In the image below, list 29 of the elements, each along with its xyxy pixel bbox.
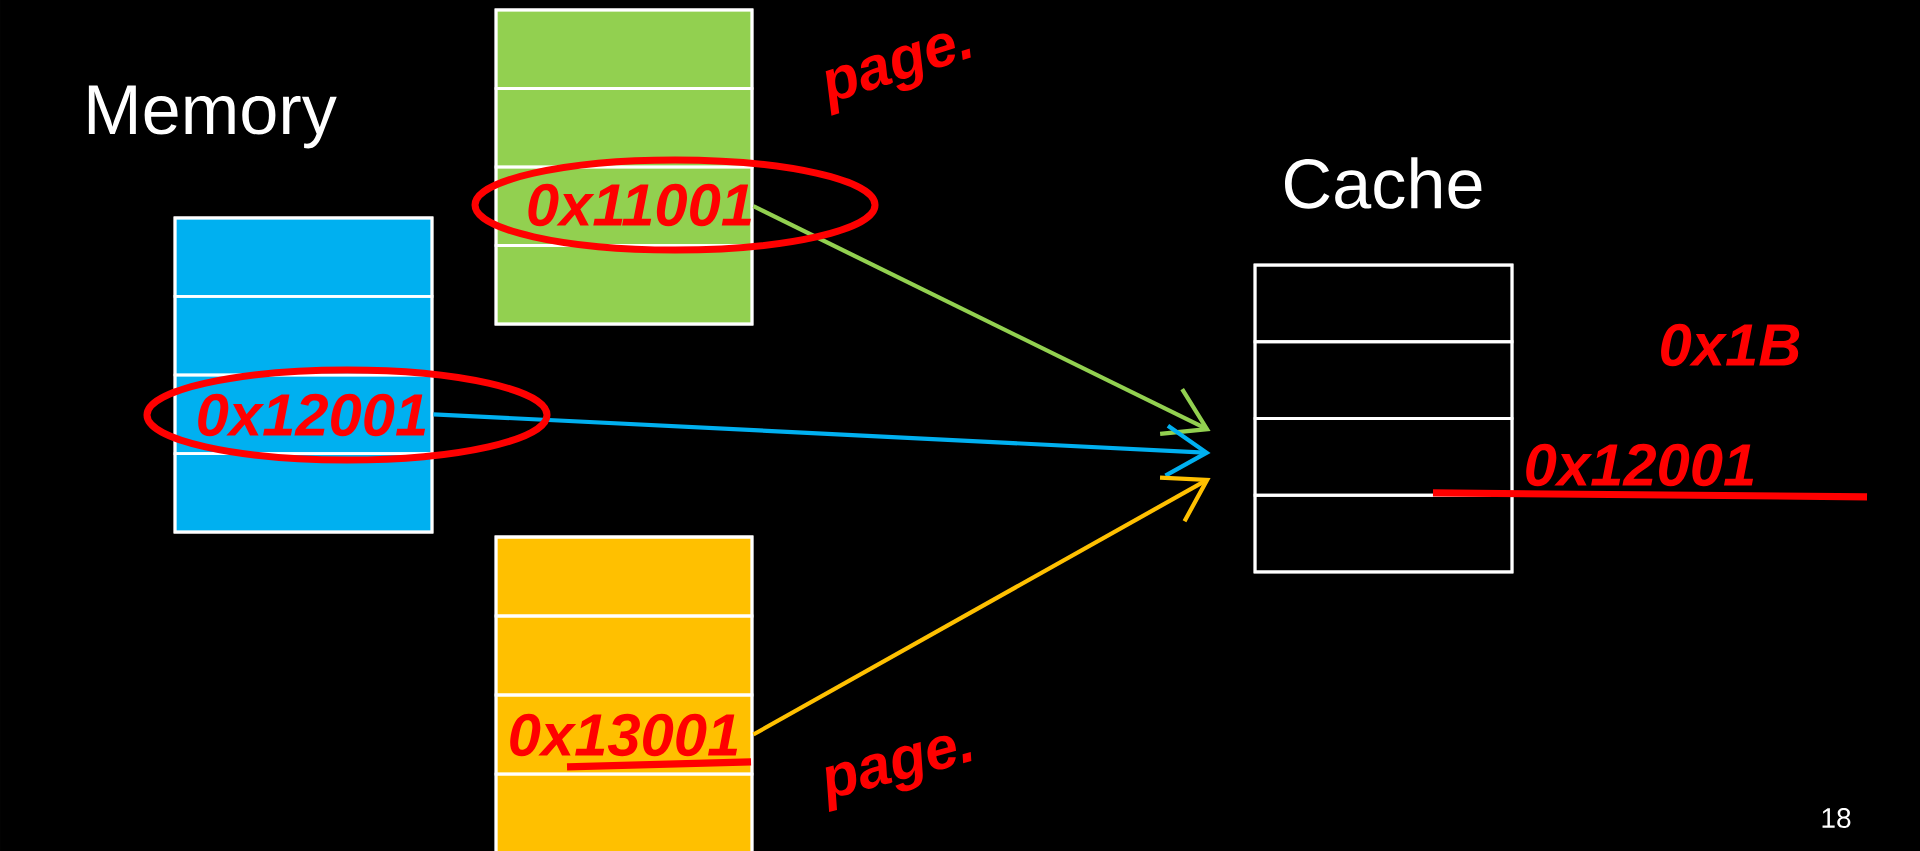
- memory-cell: [494, 693, 754, 776]
- memory-cell: [494, 772, 754, 851]
- memory-cell: [494, 8, 754, 90]
- slide-heading: Memory: [88, 85, 337, 149]
- memory-cell: [173, 216, 434, 298]
- page-number: 18: [1822, 808, 1851, 828]
- arrow: [433, 412, 1211, 478]
- memory-cell: [173, 373, 434, 455]
- circled-note: 0x11001: [471, 156, 879, 254]
- arrow: [752, 475, 1211, 737]
- memory-block: [173, 216, 434, 534]
- memory-cell: [494, 87, 754, 169]
- crossed-out-note: 0x12001: [1432, 443, 1868, 501]
- memory-cell: [494, 165, 754, 247]
- memory-cell: [494, 614, 754, 697]
- memory-cell: [494, 244, 754, 326]
- handwritten-note: page.: [825, 33, 971, 116]
- slide-heading: Cache: [1285, 157, 1482, 209]
- memory-cell: [494, 535, 754, 618]
- arrow: [752, 204, 1211, 437]
- memory-block: [494, 8, 754, 326]
- circled-note: 0x12001: [143, 366, 551, 464]
- handwritten-note: page.: [825, 735, 972, 813]
- memory-block: [494, 535, 754, 851]
- handwritten-note: 0x1B: [1661, 323, 1800, 367]
- underlined-note: 0x13001: [510, 713, 752, 771]
- memory-cell: [173, 452, 434, 534]
- cache-block: [1253, 263, 1514, 574]
- memory-cell: [173, 295, 434, 377]
